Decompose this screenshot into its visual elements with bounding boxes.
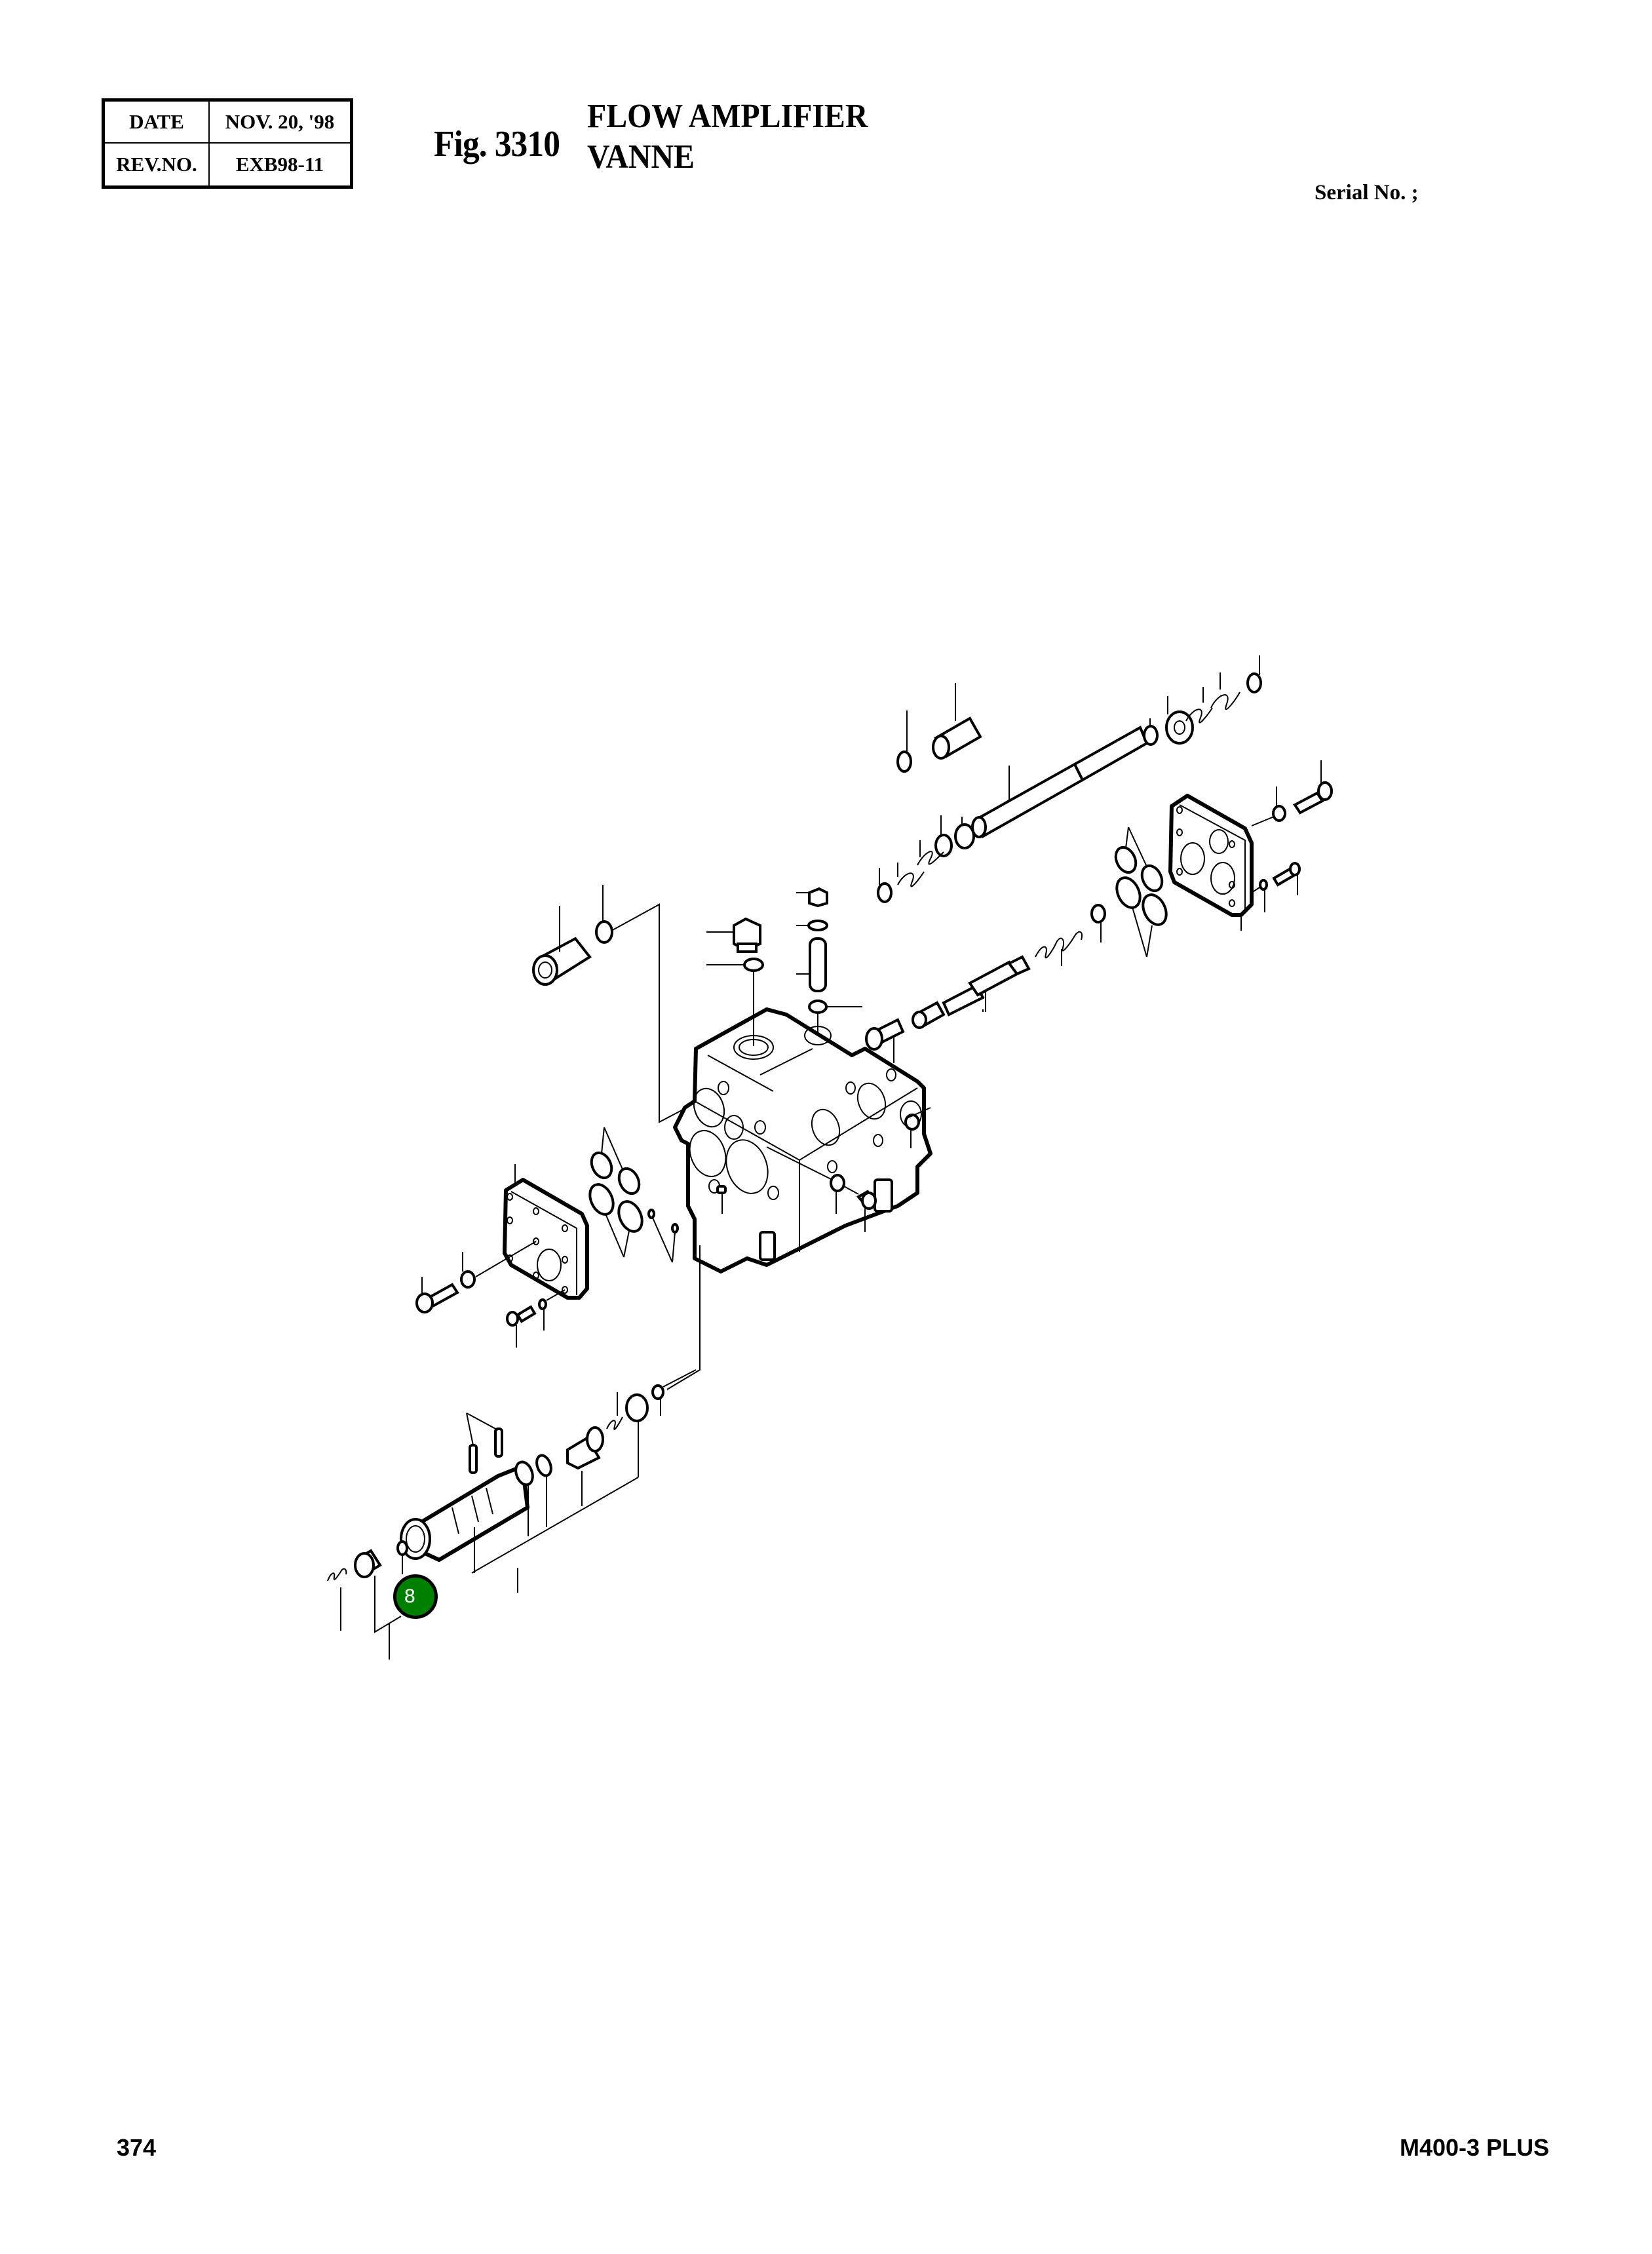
page-number: 374 (117, 2134, 157, 2161)
date-label: DATE (105, 102, 210, 144)
middle-spool-assembly (865, 904, 1106, 1063)
right-end-cover (1114, 760, 1333, 958)
rev-label: REV.NO. (105, 144, 210, 185)
part-callout-8[interactable]: 8 (393, 1574, 438, 1619)
left-end-cover (415, 1127, 679, 1348)
upper-spool-assembly (877, 655, 1262, 903)
page-title: FLOW AMPLIFIER (587, 98, 868, 135)
figure-number: Fig. 3310 (434, 124, 560, 165)
body-side-fittings (666, 1107, 931, 1390)
body-top-fittings (706, 889, 862, 1046)
serial-number-label: Serial No. ; (1315, 181, 1419, 204)
revision-table: DATE NOV. 20, '98 REV.NO. EXB98-11 (102, 98, 353, 189)
lower-cartridge-assembly (327, 1369, 697, 1660)
page-subtitle: VANNE (587, 138, 695, 176)
left-sleeve (532, 885, 687, 1123)
callout-number: 8 (404, 1585, 415, 1607)
date-value: NOV. 20, '98 (210, 102, 350, 144)
rev-value: EXB98-11 (235, 153, 324, 176)
model-name: M400-3 PLUS (1400, 2134, 1550, 2161)
valve-body (673, 1007, 932, 1273)
